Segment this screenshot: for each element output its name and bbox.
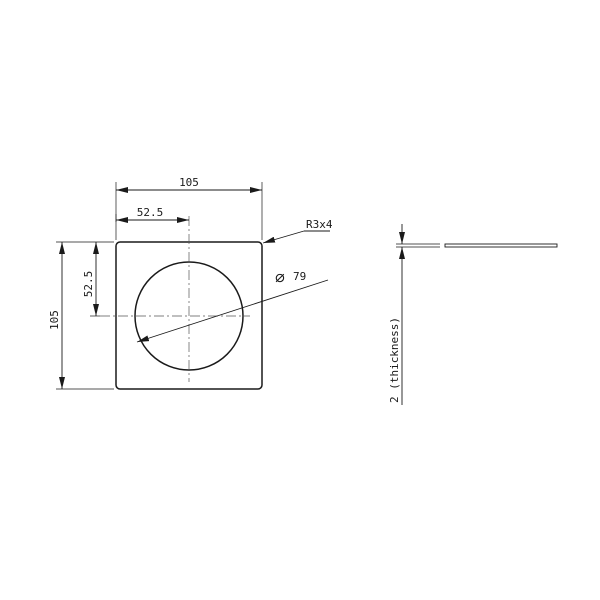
- side-view: 2 (thickness): [388, 224, 558, 405]
- front-view: 105 52.5 105 52.5 R3x4 ⌀ 79: [48, 176, 333, 390]
- hole-diameter-label: 79: [293, 270, 306, 283]
- overall-height-label: 105: [48, 310, 61, 330]
- hole-diameter-leader: [136, 279, 329, 343]
- half-height-label: 52.5: [82, 271, 95, 298]
- half-width-label: 52.5: [137, 206, 164, 219]
- overall-width-label: 105: [179, 176, 199, 189]
- plate-edge: [444, 243, 558, 248]
- thickness-label: 2 (thickness): [388, 317, 401, 403]
- corner-radius-label: R3x4: [306, 218, 333, 231]
- hole-diameter-symbol: ⌀: [275, 268, 285, 287]
- corner-radius-leader: [262, 230, 305, 244]
